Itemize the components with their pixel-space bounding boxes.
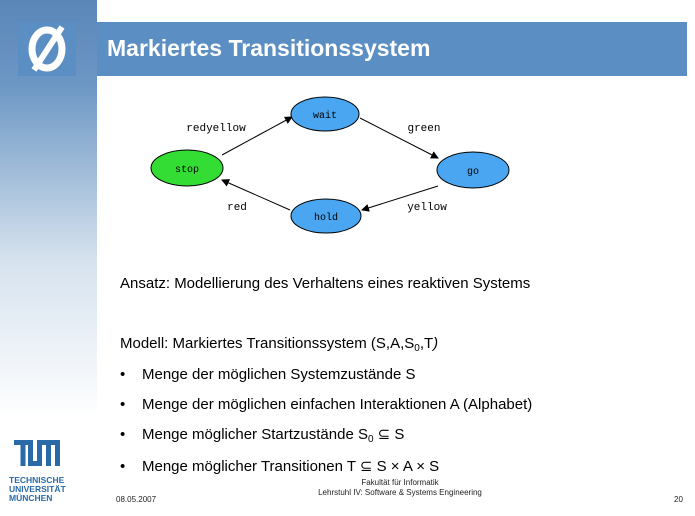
chair-logo-icon bbox=[18, 22, 76, 76]
tum-logo-icon bbox=[14, 440, 60, 466]
state-go-node bbox=[436, 151, 510, 189]
bullet-text-post: ⊆ S bbox=[373, 426, 405, 443]
state-wait-label: wait bbox=[313, 110, 337, 122]
university-line1: TECHNISCHE bbox=[9, 475, 65, 485]
bullet-item: • Menge möglicher Transitionen T ⊆ S × A … bbox=[120, 458, 439, 476]
bullet-glyph: • bbox=[120, 396, 126, 413]
sidebar-gradient bbox=[0, 0, 97, 516]
footer-date: 08.05.2007 bbox=[116, 495, 157, 504]
bullet-glyph: • bbox=[120, 366, 126, 383]
edge-stop-wait bbox=[221, 116, 293, 156]
page-number: 20 bbox=[674, 495, 683, 504]
edge-wait-go bbox=[359, 117, 439, 159]
footer-chair: Lehrstuhl IV: Software & Systems Enginee… bbox=[318, 488, 482, 497]
edge-hold-stop bbox=[221, 179, 291, 211]
transition-red-label: red bbox=[227, 202, 247, 214]
state-hold-label: hold bbox=[314, 212, 338, 224]
transition-yellow-label: yellow bbox=[407, 202, 447, 214]
title-band bbox=[97, 22, 687, 76]
transition-green-label: green bbox=[407, 123, 440, 135]
model-suffix: ,T bbox=[419, 335, 434, 352]
university-line2: UNIVERSITÄT bbox=[9, 484, 66, 494]
model-prefix: Modell: Markiertes Transitionssystem (S,… bbox=[120, 335, 415, 352]
slide-title: Markiertes Transitionssystem bbox=[107, 35, 431, 61]
bullet-text: Menge der möglichen einfachen Interaktio… bbox=[142, 396, 533, 413]
state-stop-label: stop bbox=[175, 165, 199, 176]
bullet-glyph: • bbox=[120, 458, 126, 475]
bullet-text: Menge der möglichen Systemzustände S bbox=[142, 366, 416, 383]
state-go-label: go bbox=[467, 167, 479, 178]
bullet-item: • Menge der möglichen einfachen Interakti… bbox=[120, 396, 532, 414]
bullet-glyph: • bbox=[120, 426, 126, 443]
state-diagram: stop wait go hold redyellow green yellow… bbox=[150, 96, 510, 234]
state-hold-node bbox=[290, 198, 362, 234]
university-line3: MÜNCHEN bbox=[9, 493, 53, 503]
footer-institution: Fakultät für Informatik Lehrstuhl IV: So… bbox=[300, 478, 500, 498]
approach-text: Ansatz: Modellierung des Verhaltens eine… bbox=[120, 275, 531, 292]
bullet-subscript: 0 bbox=[367, 434, 374, 445]
bullet-item: • Menge möglicher Startzustände S0 ⊆ S bbox=[120, 426, 405, 445]
model-definition: Modell: Markiertes Transitionssystem (S,… bbox=[120, 335, 439, 354]
model-end: ) bbox=[433, 335, 439, 352]
bullet-text-pre: Menge möglicher Startzustände S bbox=[142, 426, 368, 443]
transition-redyellow-label: redyellow bbox=[186, 123, 246, 135]
model-subscript: 0 bbox=[414, 343, 420, 354]
bullet-text: Menge möglicher Transitionen T ⊆ S × A ×… bbox=[142, 458, 440, 475]
edge-go-hold bbox=[361, 185, 439, 212]
university-name: TECHNISCHE UNIVERSITÄT MÜNCHEN bbox=[9, 476, 66, 503]
state-stop-node bbox=[150, 149, 224, 187]
footer-faculty: Fakultät für Informatik bbox=[361, 478, 439, 487]
bullet-item: • Menge der möglichen Systemzustände S bbox=[120, 366, 415, 384]
state-wait-node bbox=[290, 96, 360, 132]
